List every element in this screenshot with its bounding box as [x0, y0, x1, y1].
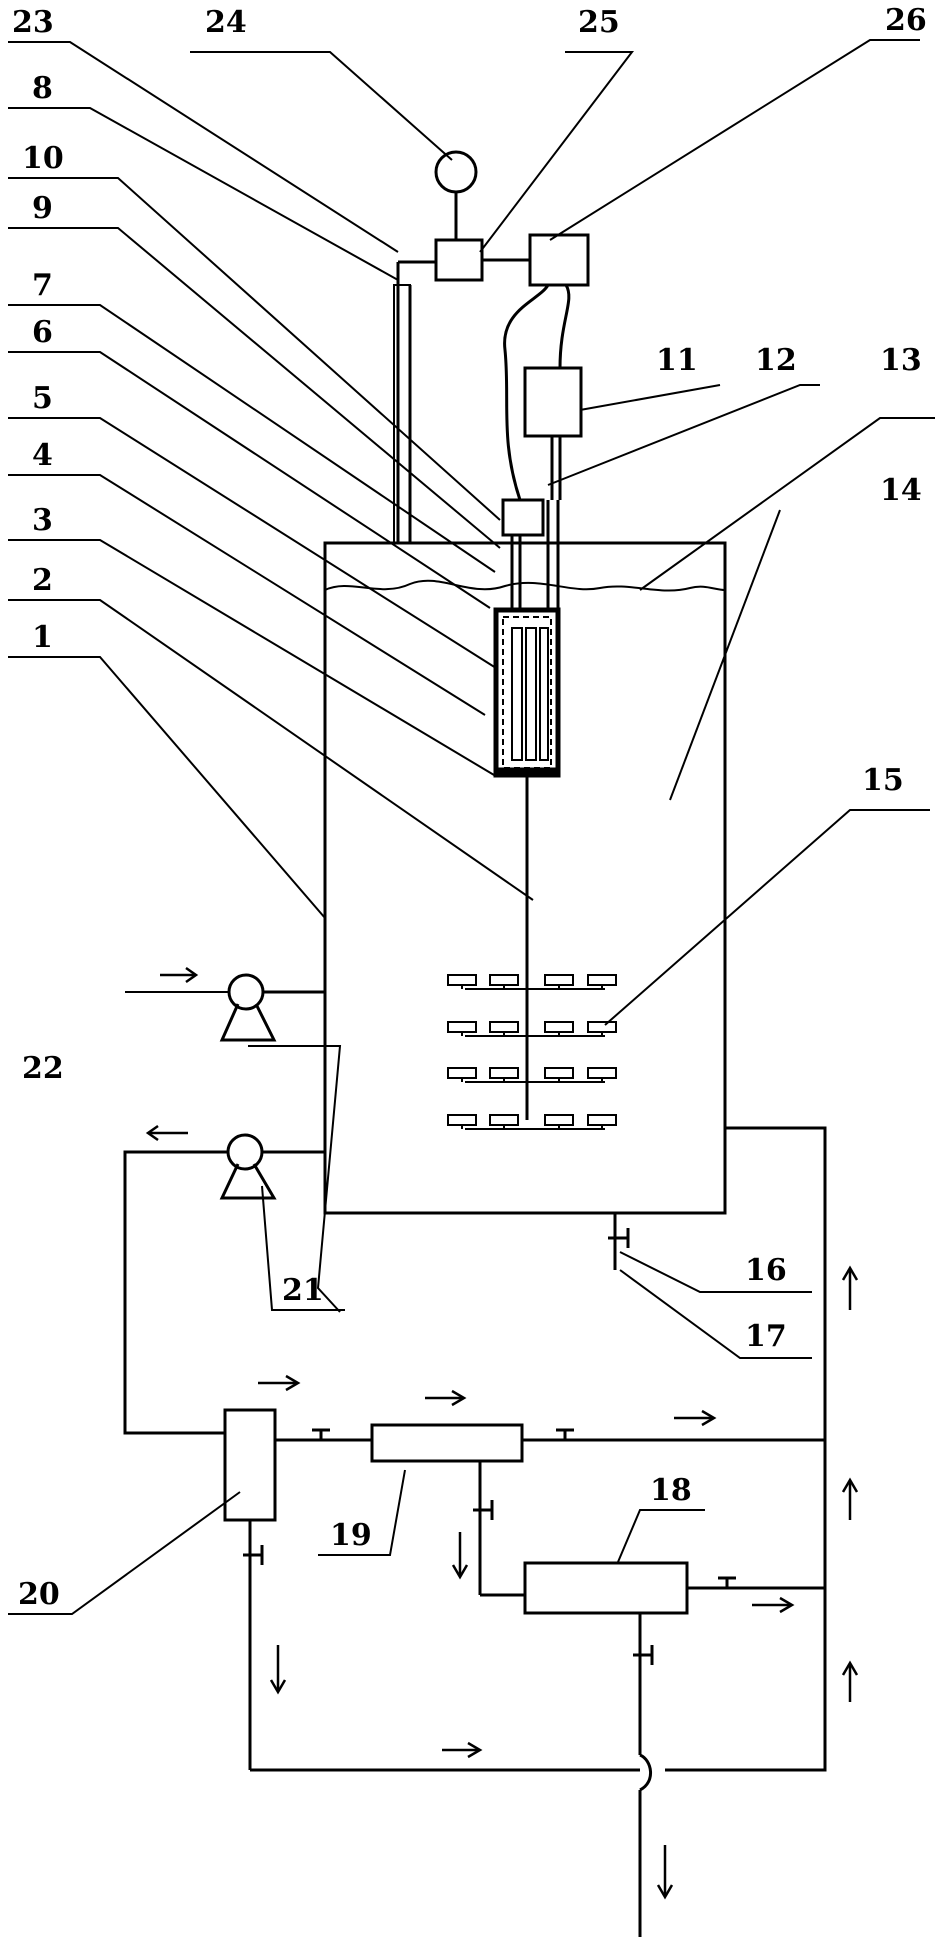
stirrer-paddle: [587, 1067, 617, 1079]
label-14: 14: [880, 473, 922, 508]
drain-valve: [608, 1213, 630, 1270]
return-line: [665, 1126, 859, 1772]
stirrer-paddle: [489, 1067, 519, 1079]
stirrer-paddle: [447, 1114, 477, 1126]
part-number-labels: 23 24 25 26 8 10 9 7 6 5 4 3 2 1 11 12 1…: [12, 3, 927, 1612]
separator: [223, 1374, 640, 1772]
sensor-probe: [493, 498, 561, 1120]
label-21: 21: [282, 1273, 324, 1308]
label-4: 4: [32, 438, 53, 473]
vent-pipe: [393, 260, 436, 544]
stirrer-paddle: [489, 1114, 519, 1126]
label-7: 7: [32, 268, 53, 303]
label-20: 20: [18, 1577, 60, 1612]
label-11: 11: [656, 343, 698, 378]
discharge-pump: [123, 1124, 325, 1435]
instrument-group: [434, 150, 590, 501]
label-24: 24: [205, 5, 247, 40]
label-1: 1: [32, 620, 53, 655]
leader-lines: [8, 39, 935, 1615]
stirrer-paddle: [544, 974, 574, 986]
label-5: 5: [32, 381, 53, 416]
stirrer-paddle: [544, 1114, 574, 1126]
label-23: 23: [12, 5, 54, 40]
label-18: 18: [650, 1473, 692, 1508]
stirrer-paddle: [489, 974, 519, 986]
reactor-vessel: [323, 541, 727, 1215]
stirrer-paddle: [544, 1021, 574, 1033]
feed-pump: [125, 966, 325, 1042]
stirrer-paddle: [447, 974, 477, 986]
filter-unit-18: [523, 1561, 825, 1937]
stirrer: [447, 974, 617, 1130]
label-12: 12: [755, 343, 797, 378]
label-2: 2: [32, 563, 53, 598]
label-8: 8: [32, 71, 53, 106]
label-3: 3: [32, 503, 53, 538]
filter-unit-19: [275, 1389, 825, 1597]
stirrer-paddle: [544, 1067, 574, 1079]
stirrer-paddle: [587, 1021, 617, 1033]
stirrer-paddle: [489, 1021, 519, 1033]
label-16: 16: [745, 1253, 787, 1288]
label-17: 17: [745, 1319, 787, 1354]
label-26: 26: [885, 3, 927, 38]
label-22: 22: [22, 1051, 64, 1086]
label-6: 6: [32, 315, 53, 350]
stirrer-paddle: [587, 1114, 617, 1126]
label-9: 9: [32, 191, 53, 226]
stirrer-paddle: [447, 1021, 477, 1033]
stirrer-paddle: [587, 974, 617, 986]
label-19: 19: [330, 1518, 372, 1553]
label-15: 15: [862, 763, 904, 798]
stirrer-paddle: [447, 1067, 477, 1079]
label-25: 25: [578, 5, 620, 40]
label-13: 13: [880, 343, 922, 378]
label-10: 10: [22, 141, 64, 176]
